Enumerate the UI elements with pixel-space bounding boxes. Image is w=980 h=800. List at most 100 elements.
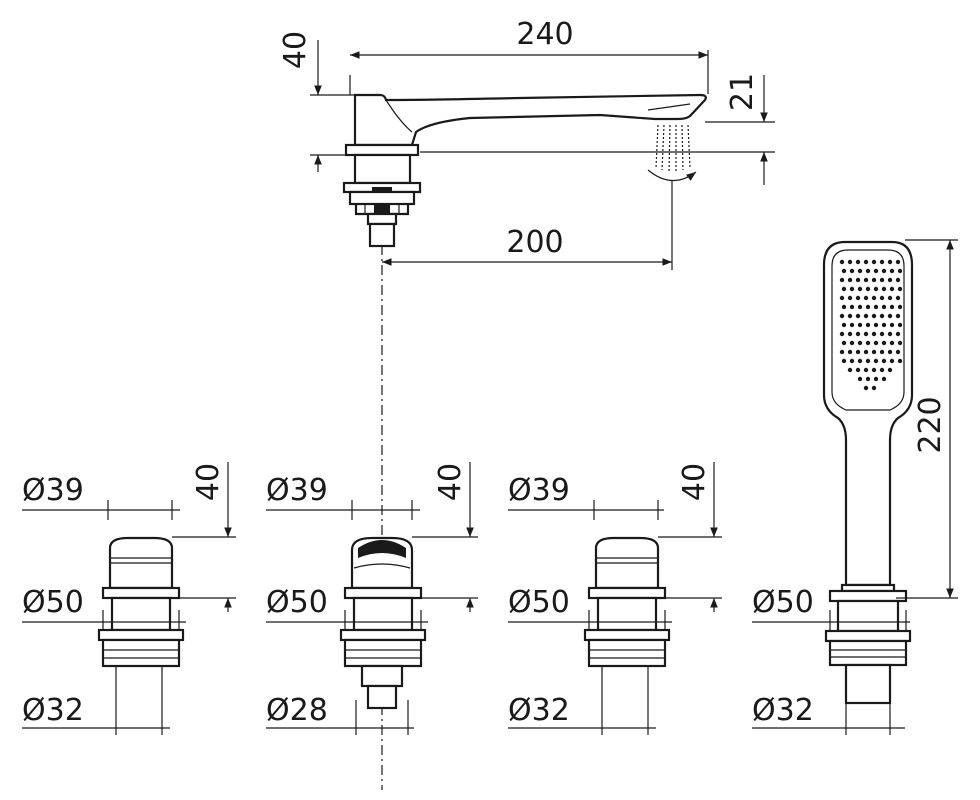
spray-hole [889, 358, 895, 364]
spray-hole [857, 286, 863, 292]
spray-hole [873, 304, 879, 310]
spray-hole [857, 268, 863, 274]
spray-hole [849, 358, 855, 364]
valve-middle-handle-diameter-label: Ø39 [266, 473, 328, 508]
spray-hole [887, 349, 893, 355]
spray-hole [871, 259, 877, 265]
spray-hole [857, 358, 863, 364]
valve-middle-base-diameter-label: Ø50 [266, 585, 328, 620]
valve-left-shank-diameter-label: Ø32 [22, 693, 84, 728]
valve-middle-drawing [339, 536, 427, 710]
spray-hole [847, 349, 853, 355]
spray-hole [847, 367, 853, 373]
spray-hole [897, 340, 903, 346]
spray-hole [895, 313, 901, 319]
valve-left-drawing [97, 536, 185, 668]
spray-hole [865, 340, 871, 346]
valve-middle-dimensions: Ø39 40 Ø50 Ø28 [266, 462, 478, 735]
spray-hole [871, 349, 877, 355]
spray-hole [841, 304, 847, 310]
spray-hole [863, 259, 869, 265]
spray-hole [897, 304, 903, 310]
spray-hole [887, 367, 893, 373]
valve-left-dimensions: Ø39 40 Ø50 Ø32 [22, 462, 236, 735]
spray-hole [897, 322, 903, 328]
spray-hole [871, 367, 877, 373]
spray-hole [881, 358, 887, 364]
spray-hole [865, 304, 871, 310]
spray-hole [895, 295, 901, 301]
spray-hole [849, 286, 855, 292]
spray-hole [839, 349, 845, 355]
spray-hole [889, 268, 895, 274]
spray-hole [889, 322, 895, 328]
spray-hole [863, 277, 869, 283]
spray-hole [873, 358, 879, 364]
spray-hole [865, 376, 871, 382]
spray-hole [897, 268, 903, 274]
spray-hole [871, 331, 877, 337]
spray-hole [889, 286, 895, 292]
spray-hole [863, 385, 869, 391]
spray-hole [855, 367, 861, 373]
spout-dimensions: 240 40 21 200 [278, 17, 775, 270]
spray-hole [887, 331, 893, 337]
spray-hole [863, 367, 869, 373]
spray-hole [879, 277, 885, 283]
spray-hole [895, 331, 901, 337]
spray-hole [849, 340, 855, 346]
spray-hole [847, 259, 853, 265]
spray-hole [881, 304, 887, 310]
spray-hole [897, 358, 903, 364]
spray-hole [895, 259, 901, 265]
spray-hole [857, 340, 863, 346]
spray-hole [887, 259, 893, 265]
spray-hole [849, 304, 855, 310]
spray-hole [881, 286, 887, 292]
spray-hole [855, 277, 861, 283]
valve-right-dimensions: Ø39 40 Ø50 Ø32 [508, 462, 722, 735]
spray-hole [841, 358, 847, 364]
valve-right-drawing [583, 536, 671, 668]
spray-hole [879, 295, 885, 301]
spray-hole [865, 286, 871, 292]
spray-hole [895, 349, 901, 355]
spray-hole [839, 259, 845, 265]
spray-hole [879, 349, 885, 355]
spout-height-label: 40 [278, 31, 313, 69]
spray-hole [863, 349, 869, 355]
valve-middle-handle-height-label: 40 [433, 463, 468, 501]
spray-hole [865, 358, 871, 364]
spray-hole [855, 295, 861, 301]
spray-hole [881, 322, 887, 328]
spray-hole [847, 295, 853, 301]
spray-hole [879, 331, 885, 337]
spray-hole [887, 313, 893, 319]
spray-hole [879, 259, 885, 265]
hand-shower-shank-diameter-label: Ø32 [752, 693, 814, 728]
spray-hole [841, 286, 847, 292]
spray-hole [873, 268, 879, 274]
spray-hole [889, 304, 895, 310]
valve-right-handle-diameter-label: Ø39 [508, 473, 570, 508]
spray-hole [873, 340, 879, 346]
spray-hole [881, 268, 887, 274]
spray-hole [863, 313, 869, 319]
spray-hole [841, 268, 847, 274]
spray-hole [841, 322, 847, 328]
spray-hole [871, 385, 877, 391]
spray-hole [865, 322, 871, 328]
spray-hole [839, 331, 845, 337]
spray-hole [895, 277, 901, 283]
spray-hole [887, 277, 893, 283]
spray-hole [873, 376, 879, 382]
hand-shower-length-label: 220 [913, 396, 948, 453]
spout-length-label: 240 [516, 17, 573, 52]
spray-hole [897, 286, 903, 292]
spray-hole [889, 340, 895, 346]
spray-hole [855, 349, 861, 355]
valve-left-handle-diameter-label: Ø39 [22, 473, 84, 508]
spray-hole [839, 295, 845, 301]
spray-hole [863, 331, 869, 337]
spray-hole [847, 331, 853, 337]
